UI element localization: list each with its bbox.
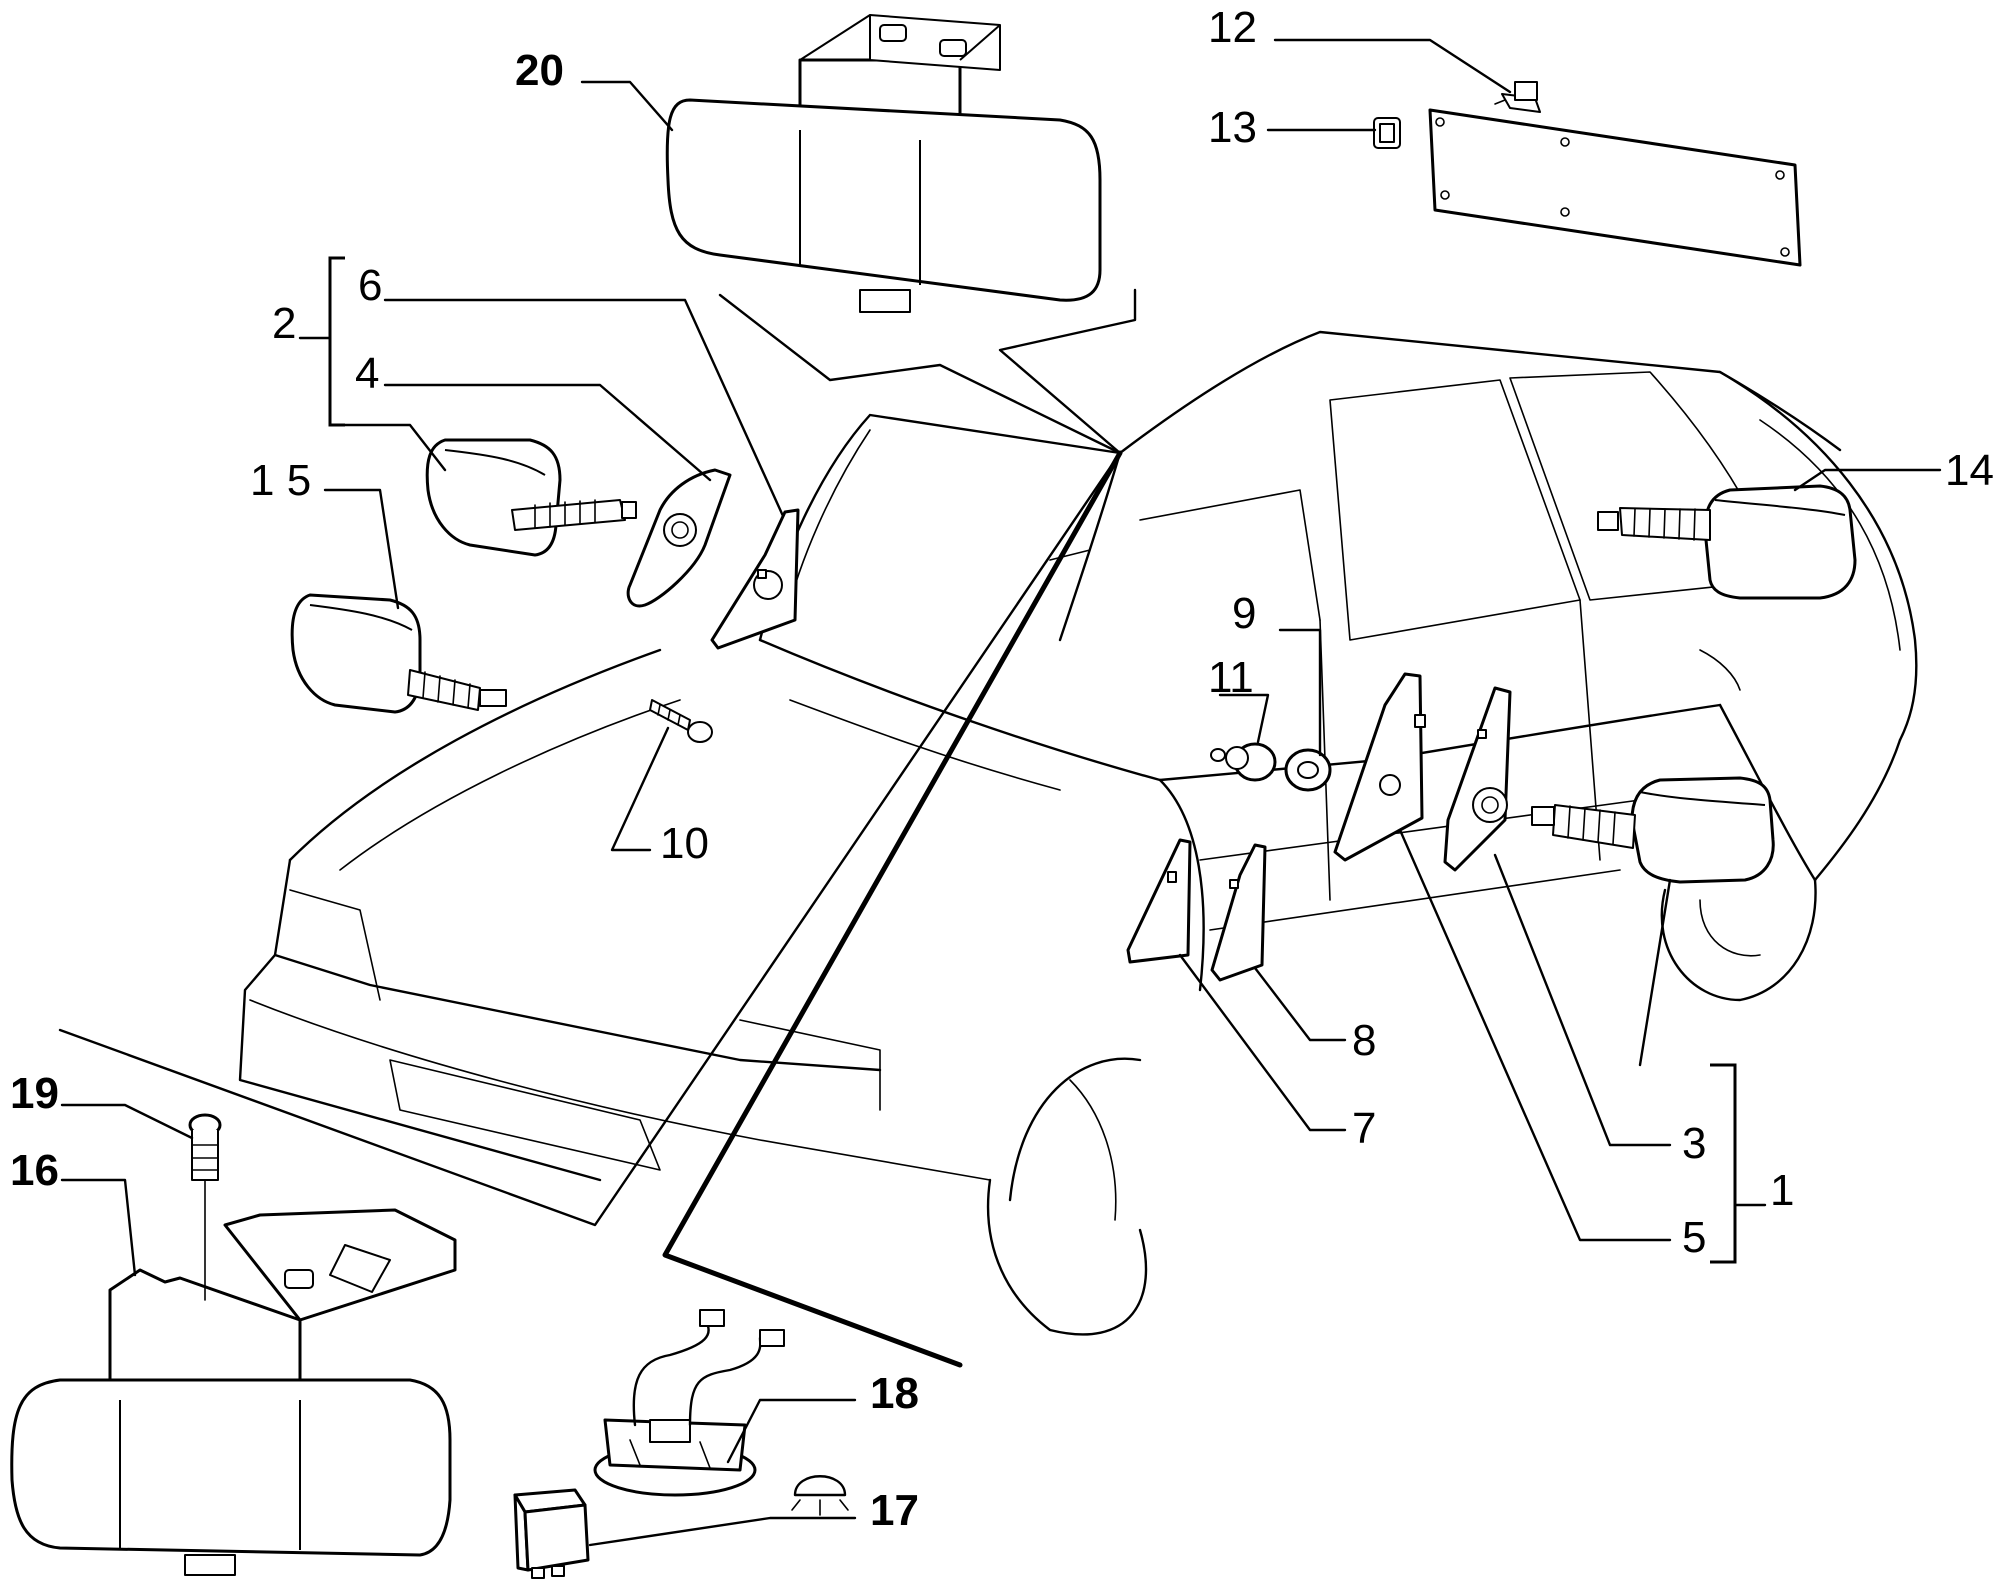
part-18-lamp-housing [593,1309,785,1497]
leader-11 [1218,693,1270,744]
callout-labels: 20 12 13 6 2 4 1 5 14 9 11 10 8 7 3 1 5 … [10,3,1994,1535]
callout-7: 7 [1352,1104,1376,1153]
callout-6: 6 [358,261,382,310]
leader-8 [1253,966,1347,1042]
leader-16 [60,1178,137,1277]
callout-17: 17 [870,1486,919,1535]
part-12-screw [1494,81,1541,113]
leader-9 [1278,628,1322,757]
callout-19: 19 [10,1069,59,1118]
callout-4: 4 [355,349,379,398]
part-8-triangle [1210,843,1267,982]
leader-1 [1638,878,1672,1067]
part-1-right-mirror [1531,776,1775,884]
part-14-right-mirror [1597,484,1857,600]
callout-12: 12 [1208,3,1257,52]
part-9-washer [1284,748,1332,792]
leader-19 [60,1103,194,1140]
leader-7 [1178,953,1347,1132]
part-13-clip [1373,117,1401,149]
part-4-gasket [626,468,732,608]
leader-12 [1273,38,1512,94]
part-17-switch [513,1488,590,1579]
part-11-nut [1210,742,1277,782]
leader-18 [726,1398,857,1464]
bracket-1 [1710,1063,1737,1264]
callout-15: 1 5 [250,456,311,505]
leader-4 [383,383,712,482]
part-6-triangle-cover [710,508,800,650]
leader-6 [383,298,785,518]
leader-10 [610,726,670,852]
callout-18: 18 [870,1369,919,1418]
part-7-triangle [1126,838,1192,964]
leader-17 [588,1516,857,1547]
bracket-2 [328,256,345,427]
callout-9: 9 [1232,589,1256,638]
callout-14: 14 [1945,446,1994,495]
interior-lamp-icon [791,1475,849,1516]
part-3-gasket [1443,686,1512,872]
callout-8: 8 [1352,1016,1376,1065]
part-10-screw [649,699,713,743]
callout-3: 3 [1682,1119,1706,1168]
car-body-outline [238,330,1918,1336]
part-16-interior-mirror [10,1208,457,1576]
cut-lines [58,288,1137,1368]
callout-16: 16 [10,1146,59,1195]
leader-lines [60,38,1942,1547]
license-plate [1428,108,1802,267]
leader-3 [1493,853,1672,1147]
leader-15 [323,488,400,610]
part-5-cover [1333,672,1426,862]
leader-14 [1793,468,1942,492]
part-19-bolt [188,1113,222,1301]
callout-10: 10 [660,819,709,868]
part-20-interior-mirror [665,14,1102,313]
callout-13: 13 [1208,103,1257,152]
callout-1: 1 [1770,1166,1794,1215]
leader-2 [328,423,447,472]
callout-2: 2 [272,299,296,348]
callout-20: 20 [515,46,564,95]
callout-11: 11 [1208,653,1254,702]
callout-5: 5 [1682,1213,1706,1262]
leader-5 [1398,828,1672,1242]
leader-20 [580,80,674,132]
part-2-left-mirror [425,438,637,557]
part-15-left-mirror [290,593,507,714]
